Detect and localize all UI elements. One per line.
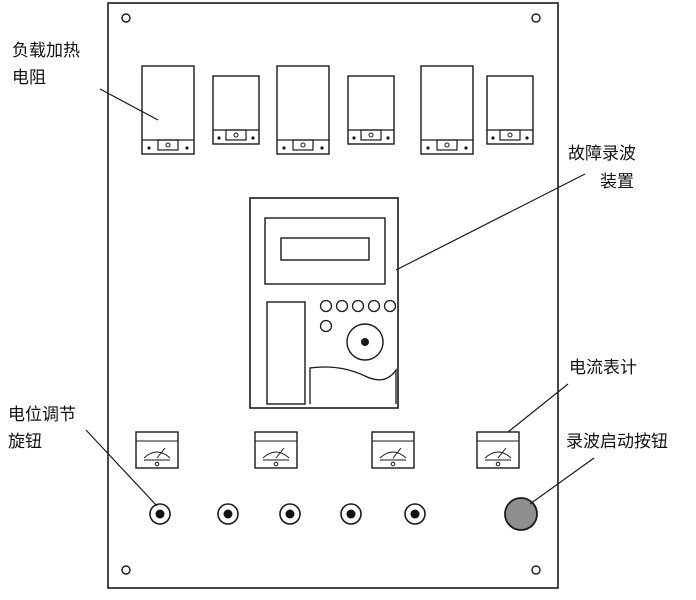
- ammeter-3: [371, 431, 415, 469]
- leader-line-load-heating: [99, 88, 159, 121]
- label-fault-recorder-line2: 装置: [600, 172, 634, 192]
- mounting-hole-top-left: [121, 13, 131, 23]
- panel-board: [107, 2, 559, 589]
- potentiometer-knob-5: [404, 503, 426, 525]
- leader-line-potentiometer: [85, 429, 158, 507]
- record-start-button: [504, 497, 538, 531]
- label-fault-recorder-line1: 故障录波: [568, 144, 636, 164]
- resistor-6: [486, 75, 534, 145]
- label-record-start-button: 录波启动按钮: [566, 432, 668, 452]
- mounting-hole-top-right: [531, 13, 541, 23]
- potentiometer-knob-2: [217, 503, 239, 525]
- resistor-1: [141, 65, 195, 155]
- leader-line-ammeter: [507, 383, 569, 433]
- potentiometer-knob-3: [279, 503, 301, 525]
- label-potentiometer-line1: 电位调节: [8, 405, 76, 425]
- resistor-2: [212, 75, 260, 145]
- ammeter-1: [135, 431, 179, 469]
- mounting-hole-bottom-left: [121, 565, 131, 575]
- fault-recorder-device: [249, 197, 399, 409]
- leader-line-fault-recorder: [395, 173, 586, 271]
- potentiometer-knob-4: [340, 503, 362, 525]
- label-load-heating-line2: 电阻: [12, 68, 46, 88]
- resistor-3: [276, 65, 330, 155]
- resistor-4: [347, 75, 395, 145]
- ammeter-4: [476, 431, 520, 469]
- label-potentiometer-line2: 旋钮: [8, 432, 42, 452]
- label-load-heating-line1: 负载加热: [12, 41, 80, 61]
- leader-line-record-start: [529, 457, 595, 505]
- resistor-5: [420, 65, 474, 155]
- potentiometer-knob-1: [149, 503, 171, 525]
- mounting-hole-bottom-right: [531, 565, 541, 575]
- label-ammeter: 电流表计: [569, 358, 637, 378]
- ammeter-2: [254, 431, 298, 469]
